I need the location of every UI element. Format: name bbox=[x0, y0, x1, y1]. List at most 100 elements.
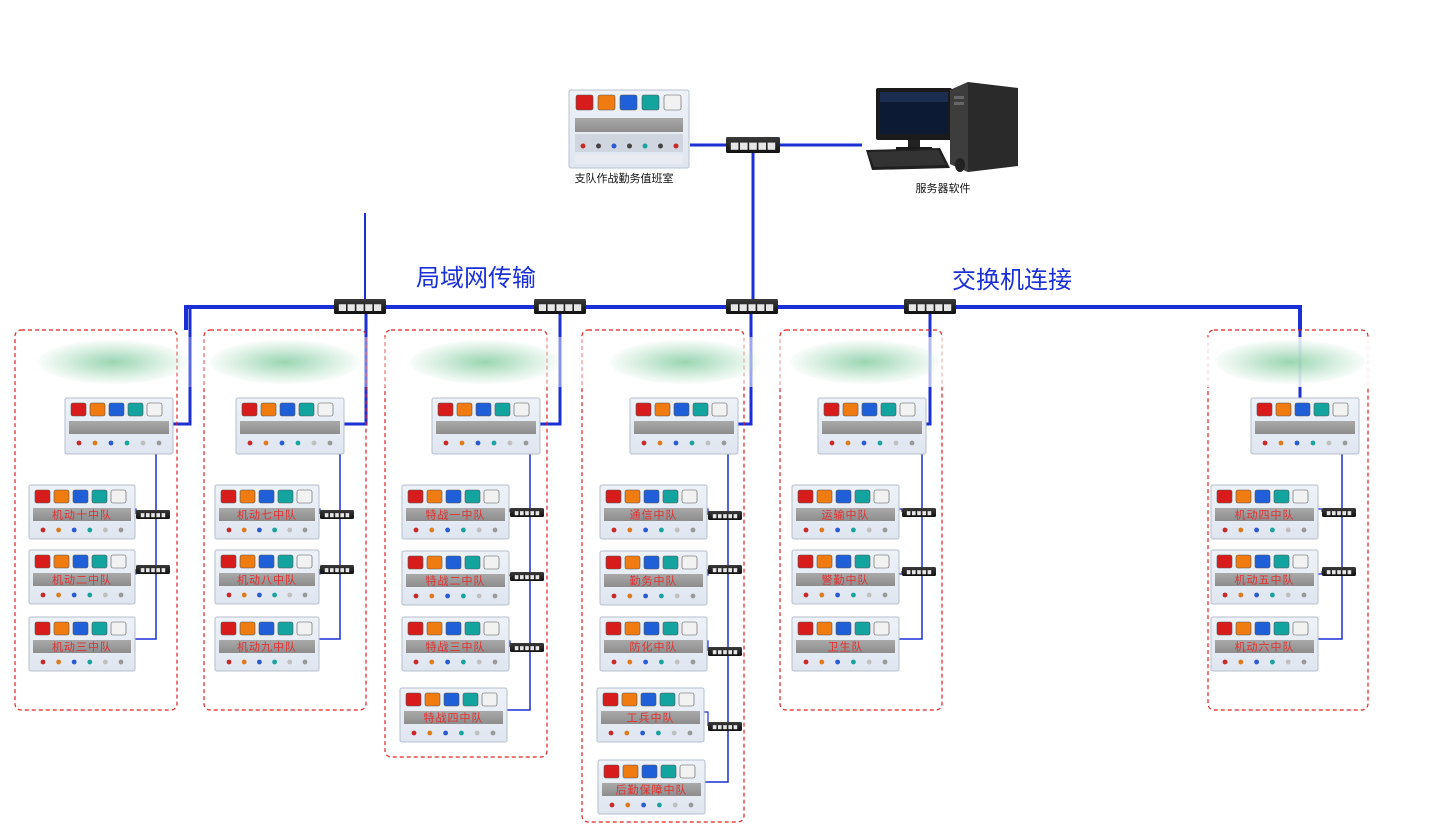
panel-knob bbox=[445, 527, 450, 533]
unit-name-display: 机动三中队 bbox=[52, 640, 112, 654]
panel-light-button bbox=[681, 489, 698, 504]
panel-knob bbox=[1270, 527, 1275, 533]
panel-light-button bbox=[797, 489, 814, 504]
panel-knob bbox=[861, 440, 867, 446]
unit-panel: 特战三中队 bbox=[401, 616, 510, 672]
panel-knob bbox=[1285, 527, 1291, 533]
unit-name-display: 机动八中队 bbox=[237, 573, 297, 587]
keyboard-icon bbox=[866, 148, 950, 170]
panel-knob bbox=[71, 527, 77, 533]
panel-knob bbox=[819, 659, 825, 665]
panel-knob bbox=[287, 659, 293, 665]
panel-light-button bbox=[296, 554, 313, 569]
unit-name-display: 勤务中队 bbox=[630, 574, 678, 588]
network-switch-icon bbox=[136, 510, 170, 519]
panel-knob bbox=[1301, 659, 1307, 665]
panel-light-button bbox=[483, 489, 500, 504]
panel-knob bbox=[835, 659, 840, 665]
panel-light-button bbox=[816, 554, 833, 569]
panel-light-button bbox=[407, 621, 424, 636]
panel-light-button bbox=[643, 621, 660, 636]
unit-panel: 机动三中队 bbox=[28, 616, 136, 672]
panel-light-button bbox=[1294, 402, 1311, 417]
panel-light-button bbox=[1235, 554, 1252, 569]
panel-light-button bbox=[873, 621, 890, 636]
panel-knob bbox=[140, 440, 146, 446]
unit-panel: 特战一中队 bbox=[401, 484, 510, 540]
panel-light-button bbox=[298, 402, 315, 417]
panel-knob bbox=[272, 592, 277, 598]
panel-light-button bbox=[681, 621, 698, 636]
panel-knob bbox=[226, 659, 232, 665]
panel-knob bbox=[302, 527, 308, 533]
panel-knob bbox=[1285, 659, 1291, 665]
network-cable bbox=[899, 454, 923, 640]
panel-light-button bbox=[1292, 489, 1309, 504]
panel-knob bbox=[611, 527, 617, 533]
panel-light-button bbox=[462, 692, 479, 707]
panel-knob bbox=[257, 527, 262, 533]
panel-light-button bbox=[277, 621, 294, 636]
switch-connection-label: 交换机连接 bbox=[952, 266, 1072, 294]
group-boundary bbox=[1207, 329, 1369, 711]
network-switch-icon bbox=[726, 299, 778, 314]
panel-knob bbox=[608, 730, 614, 736]
panel-knob bbox=[659, 527, 664, 533]
control-room-panel bbox=[568, 89, 690, 169]
unit-panel: 卫生队 bbox=[791, 616, 900, 672]
unit-name-display: 机动六中队 bbox=[1235, 640, 1295, 654]
network-switch-icon bbox=[708, 565, 742, 574]
unit-name-display: 特战三中队 bbox=[426, 640, 486, 654]
panel-light-button bbox=[1235, 489, 1252, 504]
panel-knob bbox=[476, 593, 482, 599]
panel-knob bbox=[429, 527, 435, 533]
panel-knob bbox=[1270, 592, 1275, 598]
panel-knob bbox=[71, 659, 77, 665]
panel-knob bbox=[689, 440, 695, 446]
panel-knob bbox=[241, 527, 247, 533]
panel-light-button bbox=[296, 489, 313, 504]
panel-knob bbox=[851, 659, 856, 665]
panel-knob bbox=[690, 527, 696, 533]
panel-knob bbox=[835, 592, 840, 598]
unit-name-display: 机动十中队 bbox=[52, 508, 112, 522]
unit-name-display: 特战二中队 bbox=[426, 574, 486, 588]
unit-panel: 工兵中队 bbox=[596, 687, 705, 743]
group-head-panel bbox=[1250, 397, 1360, 455]
panel-light-button bbox=[513, 402, 530, 417]
panel-knob bbox=[659, 593, 664, 599]
panel-light-button bbox=[72, 554, 89, 569]
unit-panel: 机动四中队 bbox=[1210, 484, 1319, 540]
panel-light-button bbox=[426, 489, 443, 504]
unit-name-display: 特战一中队 bbox=[426, 508, 486, 522]
panel-knob bbox=[1326, 440, 1332, 446]
panel-knob bbox=[866, 592, 872, 598]
panel-light-button bbox=[1292, 554, 1309, 569]
panel-knob bbox=[877, 440, 883, 446]
panel-knob bbox=[263, 440, 269, 446]
panel-knob bbox=[1270, 659, 1275, 665]
panel-knob bbox=[909, 440, 915, 446]
panel-light-button bbox=[1313, 402, 1330, 417]
panel-knob bbox=[461, 593, 466, 599]
network-switch-icon bbox=[1322, 567, 1356, 576]
panel-light-button bbox=[816, 621, 833, 636]
network-switch-icon bbox=[320, 565, 354, 574]
lan-label: 局域网传输 bbox=[416, 264, 536, 292]
panel-light-button bbox=[239, 621, 256, 636]
panel-knob bbox=[459, 730, 464, 736]
panel-knob bbox=[56, 527, 61, 533]
panel-knob bbox=[673, 440, 679, 446]
unit-panel: 机动十中队 bbox=[28, 484, 136, 540]
panel-light-button bbox=[277, 554, 294, 569]
panel-knob bbox=[241, 592, 247, 598]
panel-light-button bbox=[662, 621, 679, 636]
panel-light-button bbox=[662, 489, 679, 504]
panel-light-button bbox=[481, 692, 498, 707]
panel-light-button bbox=[34, 621, 51, 636]
panel-light-button bbox=[407, 489, 424, 504]
panel-light-button bbox=[1292, 621, 1309, 636]
panel-knob bbox=[257, 659, 262, 665]
panel-knob bbox=[118, 659, 124, 665]
network-cable bbox=[135, 454, 157, 640]
